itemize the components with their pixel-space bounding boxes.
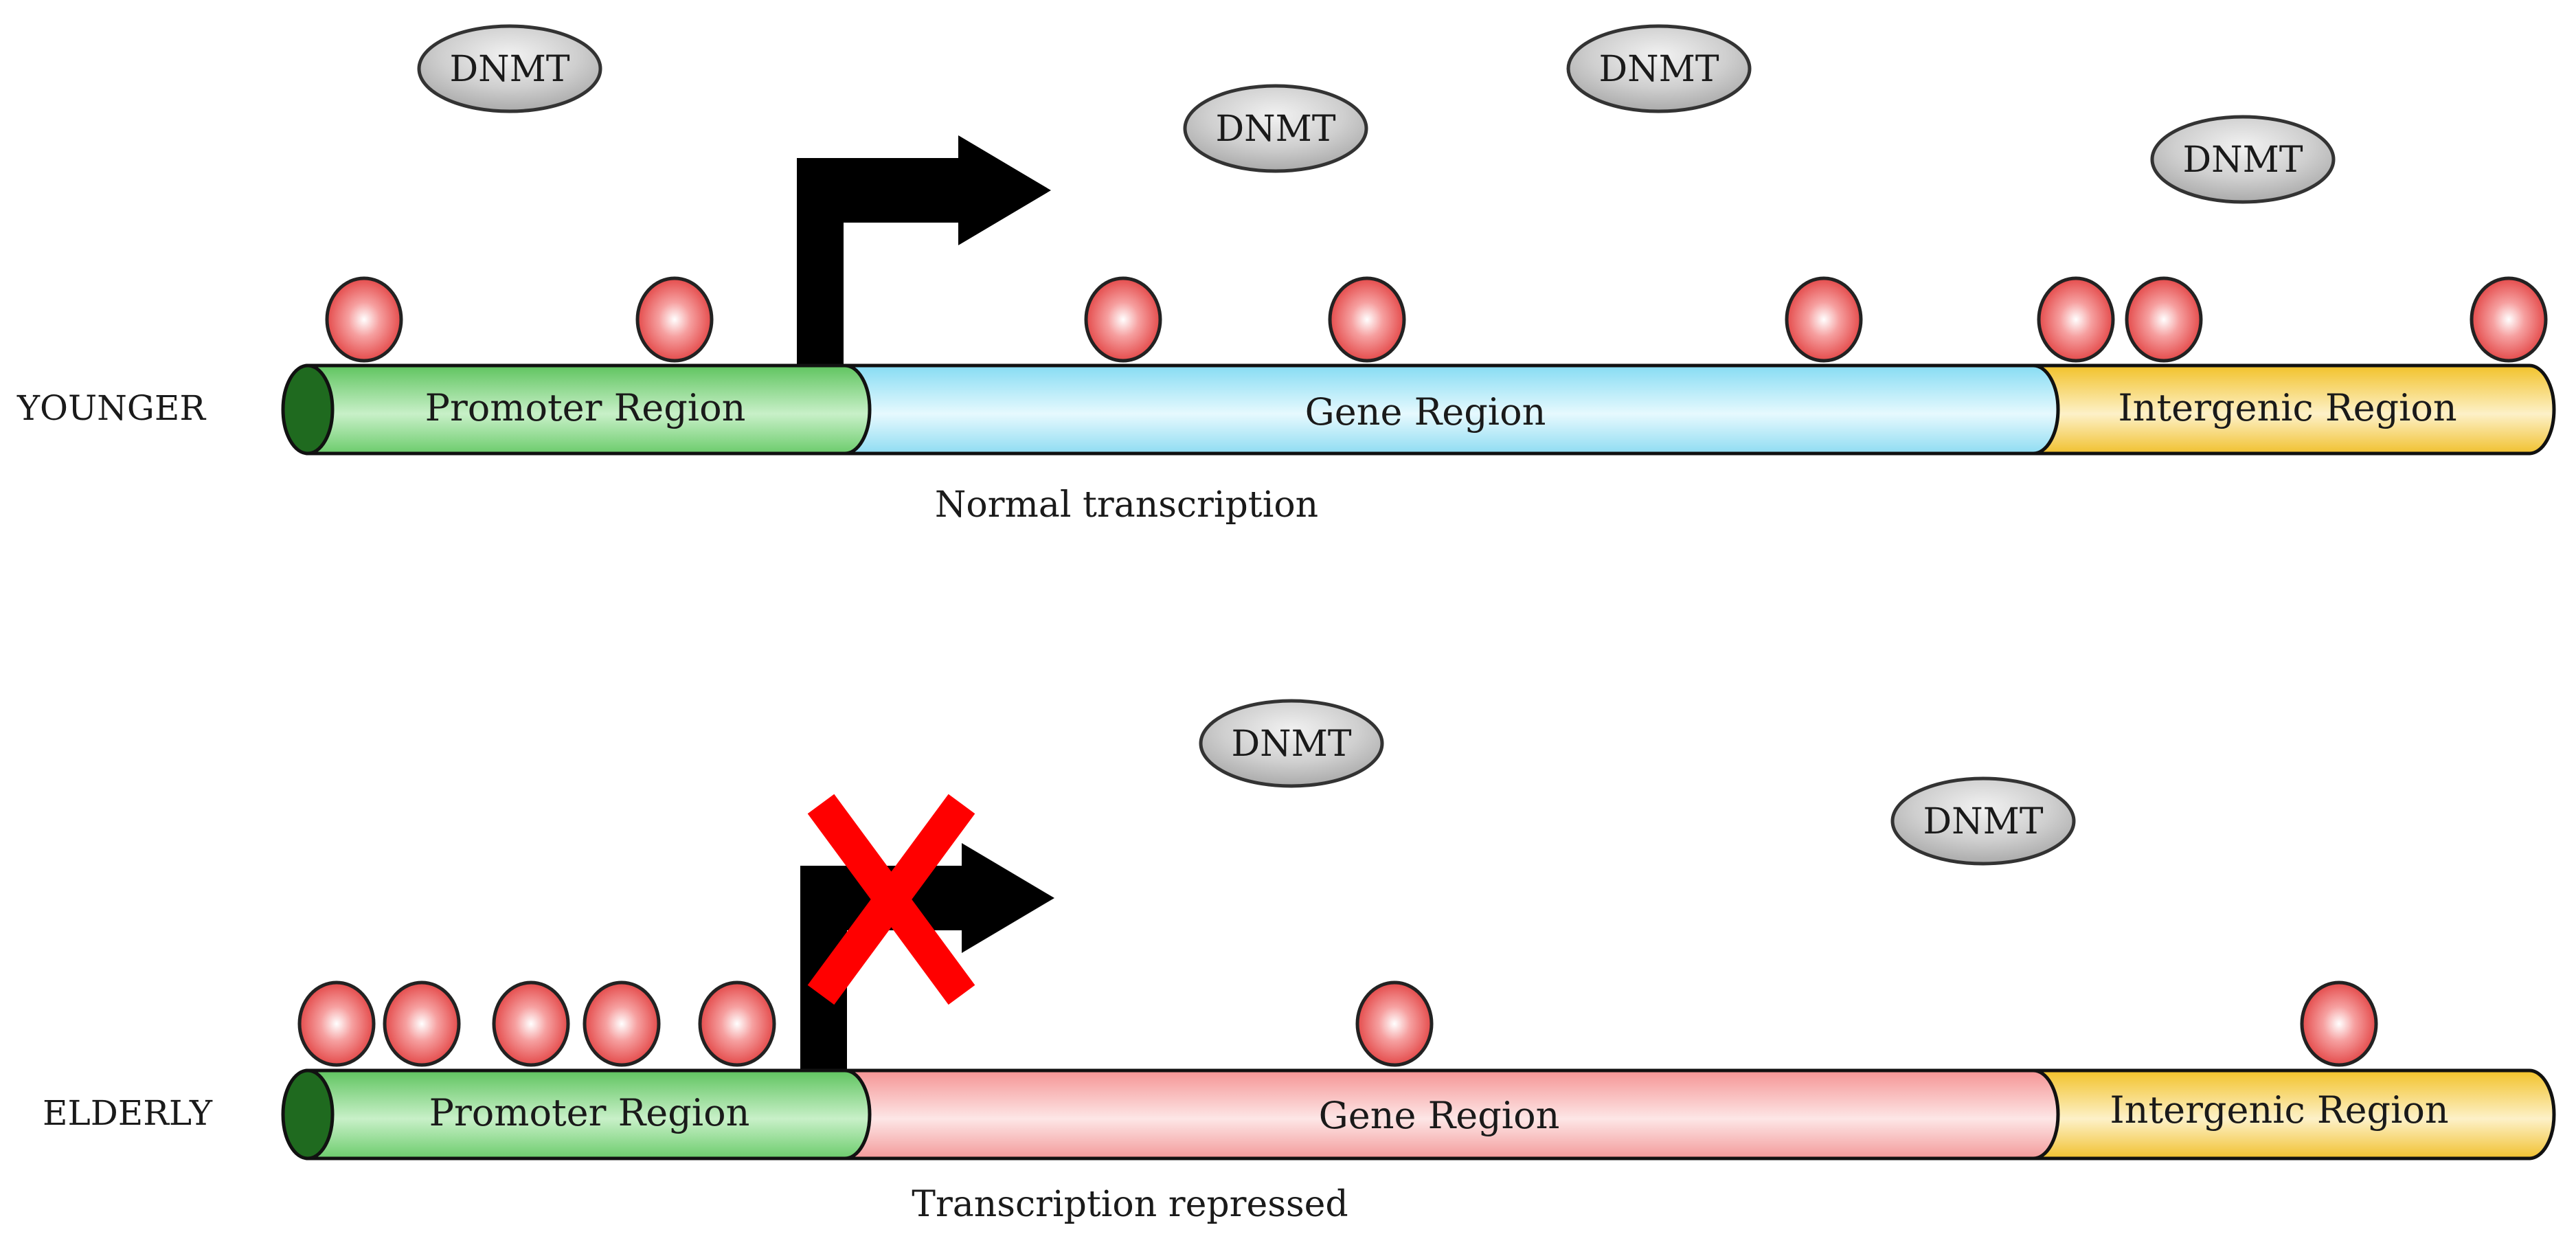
- panel-elderly: ELDERLY DNMT DNMT: [43, 699, 2556, 1225]
- gene-region-label: Gene Region: [1305, 390, 1546, 434]
- methyl-group-icon: [2037, 276, 2115, 363]
- enzyme-dnmt: DNMT: [1199, 699, 1384, 788]
- methyl-group-icon: [2300, 980, 2378, 1067]
- caption-elderly: Transcription repressed: [912, 1184, 1348, 1225]
- intergenic-region-label: Intergenic Region: [2118, 386, 2456, 429]
- strand-end-cap: [281, 363, 335, 456]
- methyl-group-icon: [2125, 276, 2203, 363]
- methyl-group-icon: [1785, 276, 1863, 363]
- svg-text:DNMT: DNMT: [1923, 801, 2043, 842]
- svg-text:DNMT: DNMT: [1215, 109, 1335, 150]
- gene-region: [843, 1068, 2060, 1160]
- methyl-groups: [297, 980, 2378, 1067]
- promoter-region: [306, 363, 872, 456]
- strand-end-cap: [281, 1068, 335, 1160]
- gene-region: [843, 363, 2060, 456]
- enzyme-dnmt: DNMT: [1566, 24, 1752, 113]
- blocked-x-icon: [807, 794, 975, 1005]
- row-label-elderly: ELDERLY: [43, 1093, 213, 1133]
- svg-text:DNMT: DNMT: [449, 49, 569, 90]
- methyl-group-icon: [698, 980, 776, 1067]
- intergenic-region: [2002, 1068, 2556, 1160]
- enzyme-dnmt: DNMT: [417, 24, 602, 113]
- enzyme-dnmt: DNMT: [1890, 776, 2076, 866]
- promoter-region-label: Promoter Region: [425, 386, 746, 429]
- svg-text:DNMT: DNMT: [1231, 724, 1351, 765]
- promoter-region-label: Promoter Region: [429, 1091, 750, 1134]
- gene-region-label: Gene Region: [1319, 1094, 1560, 1137]
- dna-strand-younger: [281, 363, 2556, 456]
- intergenic-region: [2002, 363, 2556, 456]
- enzyme-dnmt: DNMT: [2150, 115, 2336, 204]
- panel-younger: YOUNGER DNMT DNMT DNMT DNMT: [16, 24, 2556, 526]
- methyl-group-icon: [383, 980, 461, 1067]
- methyl-group-icon: [1355, 980, 1434, 1067]
- svg-text:DNMT: DNMT: [2182, 139, 2303, 181]
- enzyme-dnmt: DNMT: [1183, 84, 1368, 173]
- caption-younger: Normal transcription: [935, 484, 1318, 526]
- row-label-younger: YOUNGER: [16, 388, 206, 428]
- methyl-groups: [325, 276, 2548, 363]
- methyl-group-icon: [635, 276, 714, 363]
- methyl-group-icon: [492, 980, 570, 1067]
- promoter-region: [306, 1068, 872, 1160]
- svg-text:DNMT: DNMT: [1598, 49, 1719, 90]
- methyl-group-icon: [1084, 276, 1162, 363]
- intergenic-region-label: Intergenic Region: [2110, 1088, 2448, 1132]
- transcription-arrow-icon: [797, 135, 1051, 364]
- methyl-group-icon: [2470, 276, 2548, 363]
- methyl-group-icon: [1328, 276, 1406, 363]
- methyl-group-icon: [297, 980, 376, 1067]
- transcription-arrow-icon: [800, 843, 1054, 1072]
- dna-strand-elderly: [281, 1068, 2556, 1160]
- methyl-group-icon: [325, 276, 403, 363]
- methyl-group-icon: [583, 980, 661, 1067]
